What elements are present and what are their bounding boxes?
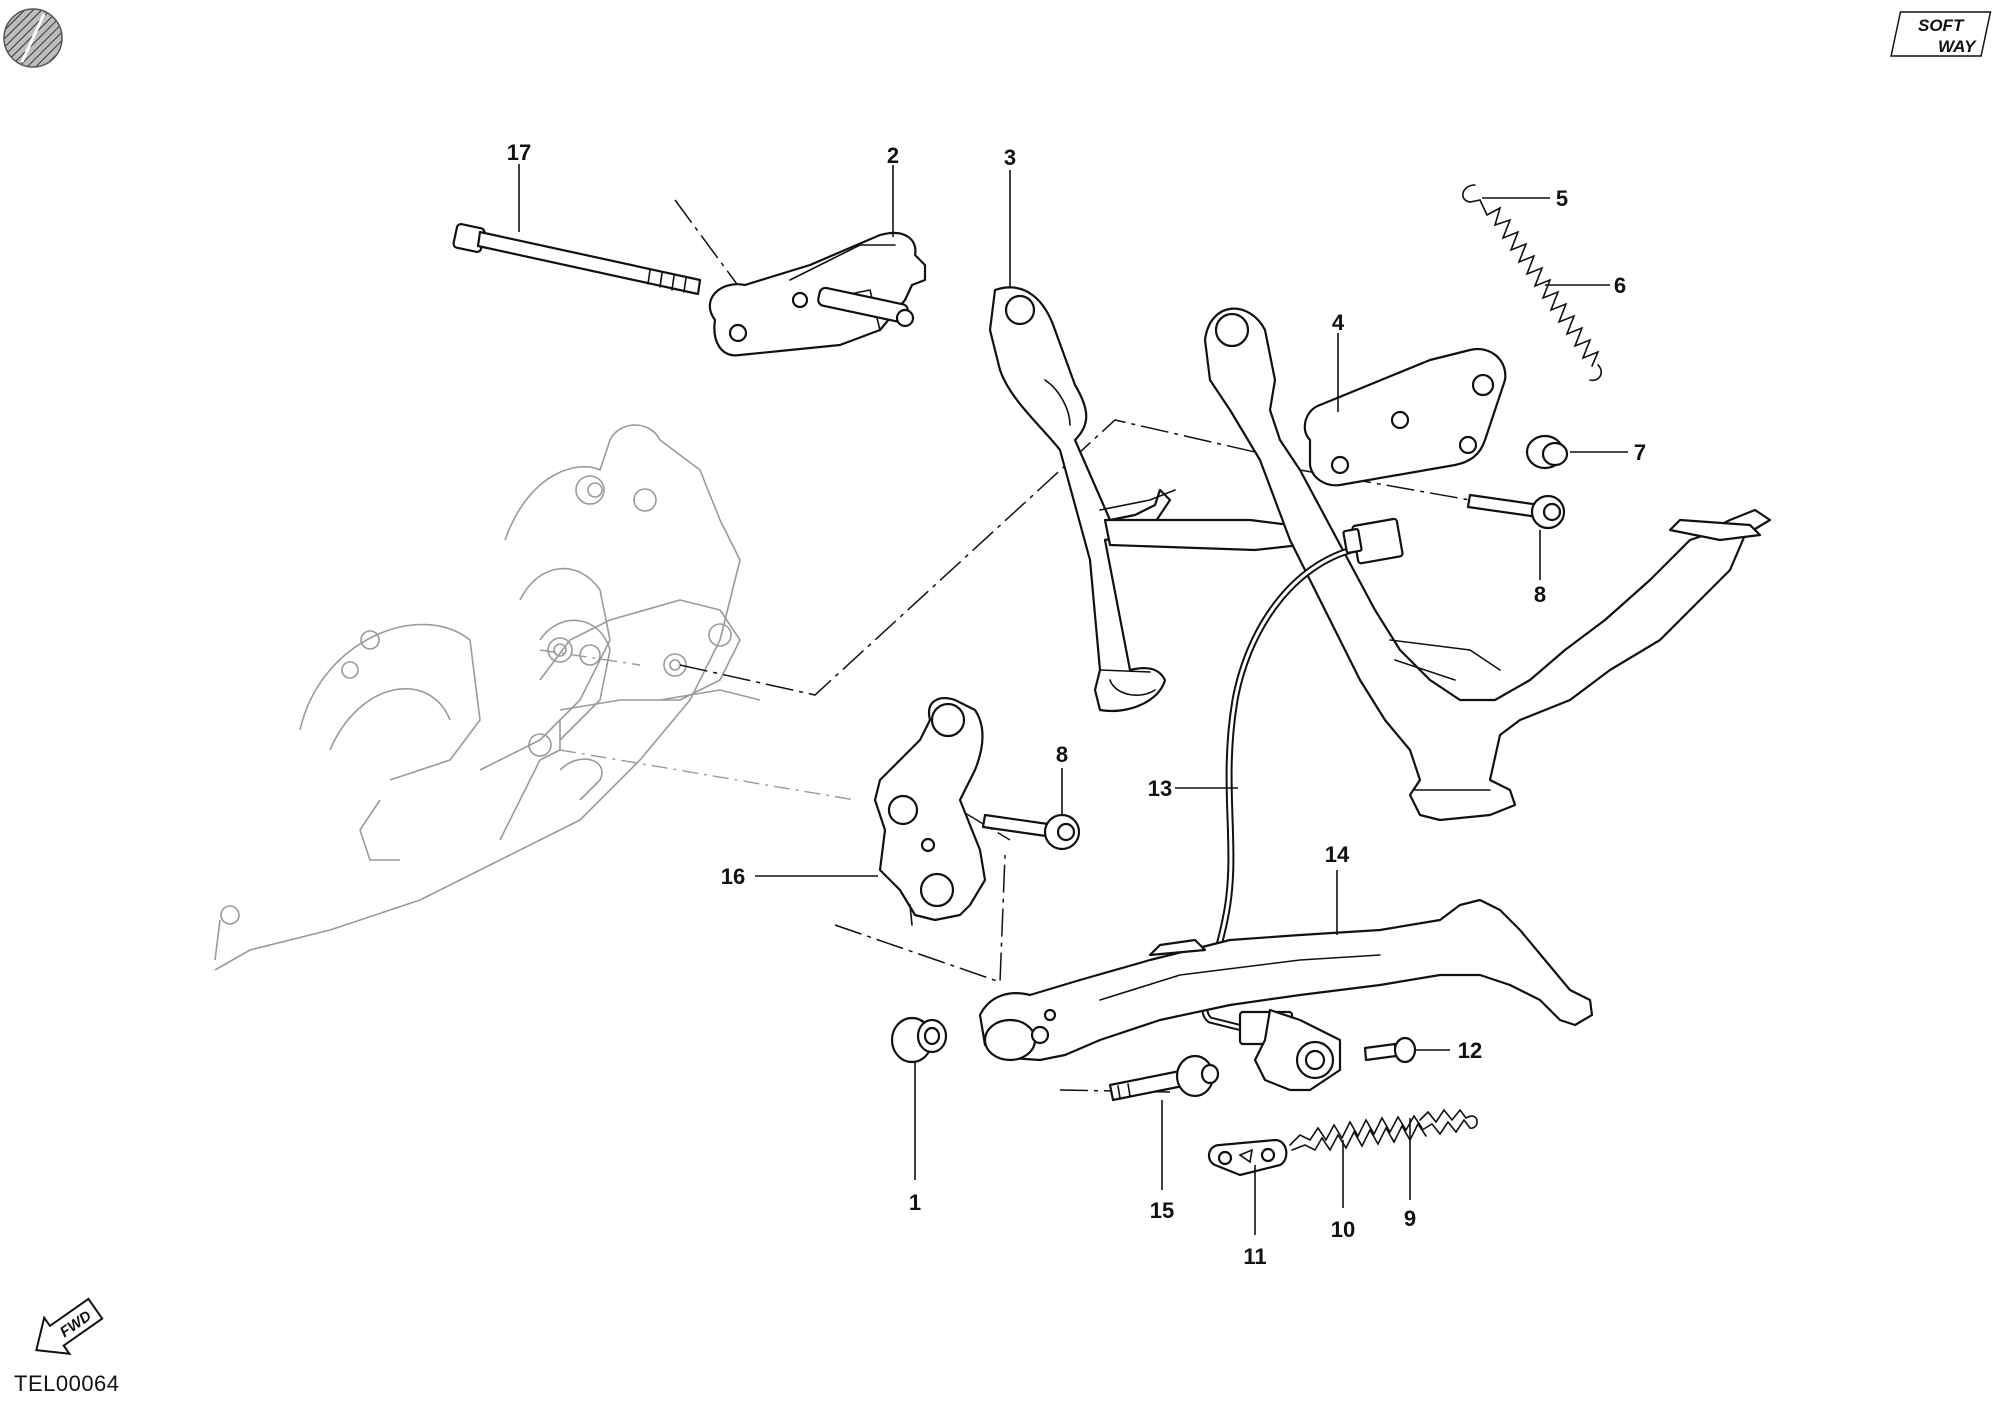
part-7-nut (1525, 434, 1569, 470)
callout-10: 10 (1331, 1217, 1355, 1242)
part-2-bracket (708, 231, 927, 357)
part-9-spring (1419, 1108, 1478, 1136)
callout-6: 6 (1614, 273, 1626, 298)
callout-12: 12 (1458, 1038, 1482, 1063)
callout-7: 7 (1634, 440, 1646, 465)
logo-line-1: SOFT (1918, 16, 1965, 35)
callout-labels: 17 2 3 5 6 4 7 8 8 13 16 14 12 1 15 11 1… (507, 140, 1646, 1269)
callout-2: 2 (887, 143, 899, 168)
callout-17: 17 (507, 140, 531, 165)
soft-way-logo: SOFT WAY (1890, 11, 1992, 57)
stand-cross-tube (1099, 489, 1302, 552)
callout-14: 14 (1325, 842, 1350, 867)
callout-16: 16 (721, 864, 745, 889)
leader-lines (518, 164, 1628, 1235)
drawing-code: TEL00064 (14, 1371, 120, 1396)
callout-1: 1 (909, 1190, 921, 1215)
callout-3: 3 (1004, 145, 1016, 170)
part-12-screw (1363, 1036, 1417, 1064)
fwd-arrow-icon: FWD (35, 1297, 104, 1355)
callout-8-upper: 8 (1534, 582, 1546, 607)
part-17-long-bolt (452, 222, 702, 296)
callout-9: 9 (1404, 1206, 1416, 1231)
hatched-disc-icon (3, 8, 63, 68)
part-8-bolt-lower (981, 813, 1081, 851)
callout-15: 15 (1150, 1198, 1174, 1223)
part-14-side-stand (978, 898, 1594, 1092)
part-3-stand-leg (988, 286, 1172, 713)
part-6-spring (1462, 184, 1602, 382)
part-10-spring (1289, 1114, 1427, 1152)
callout-4: 4 (1332, 310, 1345, 335)
callout-11: 11 (1243, 1244, 1266, 1269)
part-15-pivot-bolt (1108, 1054, 1220, 1102)
callout-8-lower: 8 (1056, 742, 1068, 767)
logo-line-2: WAY (1938, 37, 1977, 56)
callout-13: 13 (1148, 776, 1172, 801)
engine-crankcase-outline (214, 424, 856, 971)
part-1-bush (890, 1016, 948, 1064)
part-8-bolt-upper (1466, 493, 1566, 530)
part-4-plate (1303, 347, 1507, 487)
callout-5: 5 (1556, 186, 1568, 211)
part-16-bracket (873, 697, 987, 926)
part-11-plate (1207, 1138, 1288, 1177)
